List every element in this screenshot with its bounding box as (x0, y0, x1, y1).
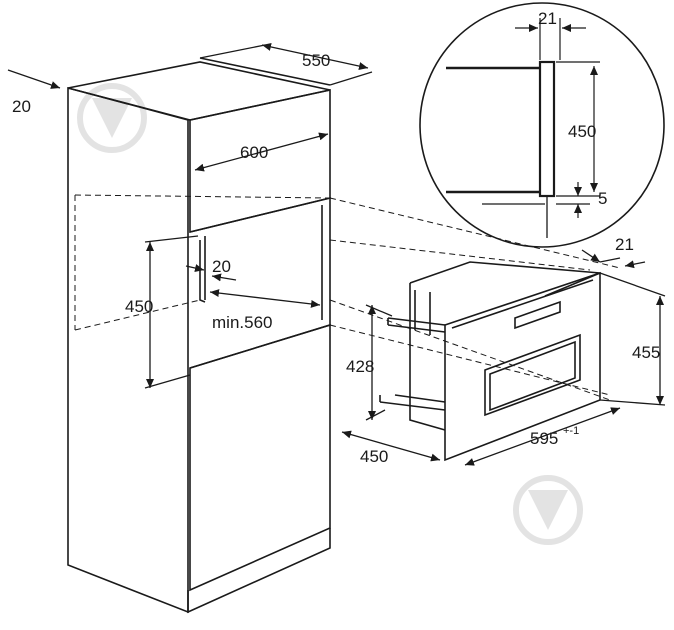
dim-cabinet-width: 600 (240, 143, 268, 162)
cabinet-drawing (67, 57, 331, 614)
dim-min-width: min.560 (212, 313, 272, 332)
cabinet-dimensions (7, 42, 373, 389)
dim-appliance-height: 455 (632, 343, 660, 362)
dim-panel-gap: 20 (212, 257, 231, 276)
projection-lines (74, 194, 621, 401)
appliance-dimensions (341, 249, 666, 466)
dim-cabinet-depth: 550 (302, 51, 330, 70)
dim-appliance-depth-offset: 21 (615, 235, 634, 254)
dim-top-depth: 20 (12, 97, 31, 116)
dim-appliance-width-tolerance: +-1 (563, 425, 579, 437)
dim-appliance-inner-height: 428 (346, 357, 374, 376)
dim-detail-height: 450 (568, 122, 596, 141)
appliance-drawing (379, 261, 601, 462)
dim-appliance-width: 595 (530, 429, 558, 448)
dim-appliance-depth: 450 (360, 447, 388, 466)
dim-niche-height: 450 (125, 297, 153, 316)
dim-detail-gap: 21 (538, 9, 557, 28)
watermark-logo-top (77, 83, 147, 153)
watermark-logo-bottom (513, 475, 583, 545)
detail-circle (419, 2, 665, 248)
dim-detail-offset: 5 (598, 189, 607, 208)
